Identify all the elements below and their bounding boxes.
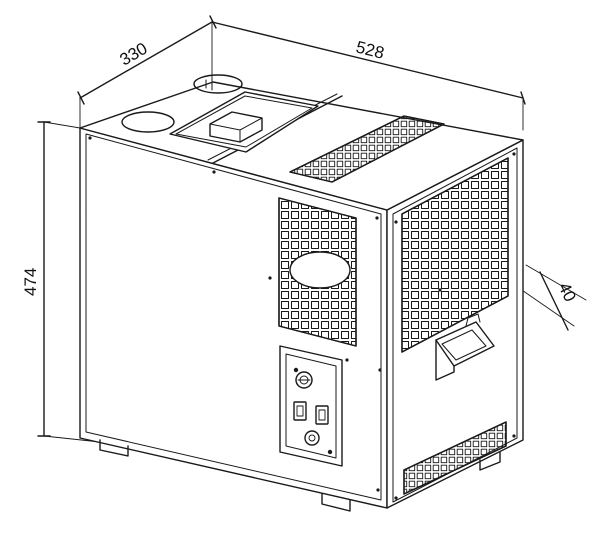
front-badge bbox=[289, 251, 351, 289]
side-vent-grille bbox=[401, 157, 509, 353]
foot bbox=[99, 439, 129, 457]
top-face bbox=[79, 81, 524, 211]
side-lower-vent bbox=[403, 421, 507, 495]
dimension-offset bbox=[515, 264, 587, 331]
top-compartment bbox=[169, 91, 319, 153]
height-label: 474 bbox=[21, 268, 40, 296]
connector-icon bbox=[304, 430, 320, 446]
compartment-block bbox=[209, 111, 263, 143]
power-socket-icon bbox=[315, 405, 329, 425]
top-vent-grille bbox=[289, 115, 445, 183]
carry-handle bbox=[435, 313, 495, 381]
top-port-left bbox=[121, 111, 175, 133]
dial-knob-icon bbox=[295, 371, 313, 389]
foot bbox=[321, 493, 351, 512]
control-panel bbox=[279, 345, 343, 467]
top-port-right bbox=[193, 74, 243, 94]
dimension-width bbox=[211, 21, 526, 131]
front-rivets bbox=[88, 136, 382, 492]
power-switch-icon bbox=[293, 401, 307, 421]
depth-label: 330 bbox=[117, 39, 151, 70]
foot bbox=[479, 451, 501, 471]
side-rivets bbox=[394, 152, 516, 500]
width-label: 528 bbox=[354, 37, 386, 62]
offset-label: 40 bbox=[554, 279, 579, 304]
